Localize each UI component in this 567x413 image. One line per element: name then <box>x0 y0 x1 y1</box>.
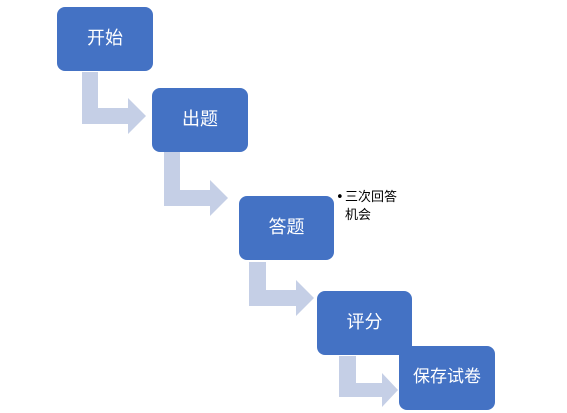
bent-right-arrow-icon <box>339 356 398 407</box>
bullet-icon: • <box>336 190 344 205</box>
step-question-label: 出题 <box>182 108 218 130</box>
step-question: 出题 <box>152 88 248 152</box>
step-save: 保存试卷 <box>399 346 495 410</box>
step-answer: 答题 <box>239 196 334 260</box>
step-grade-label: 评分 <box>346 311 383 333</box>
bent-right-arrow-icon <box>249 262 314 316</box>
step-save-label: 保存试卷 <box>413 367 481 388</box>
answer-note-text: 三次回答机会 <box>345 190 398 223</box>
bent-right-arrow-icon <box>164 152 228 216</box>
answer-note: • 三次回答机会 <box>336 189 406 225</box>
step-grade: 评分 <box>317 291 412 355</box>
step-start: 开始 <box>57 7 153 71</box>
step-start-label: 开始 <box>87 27 123 49</box>
bent-right-arrow-icon <box>82 72 146 134</box>
step-answer-label: 答题 <box>268 216 305 238</box>
